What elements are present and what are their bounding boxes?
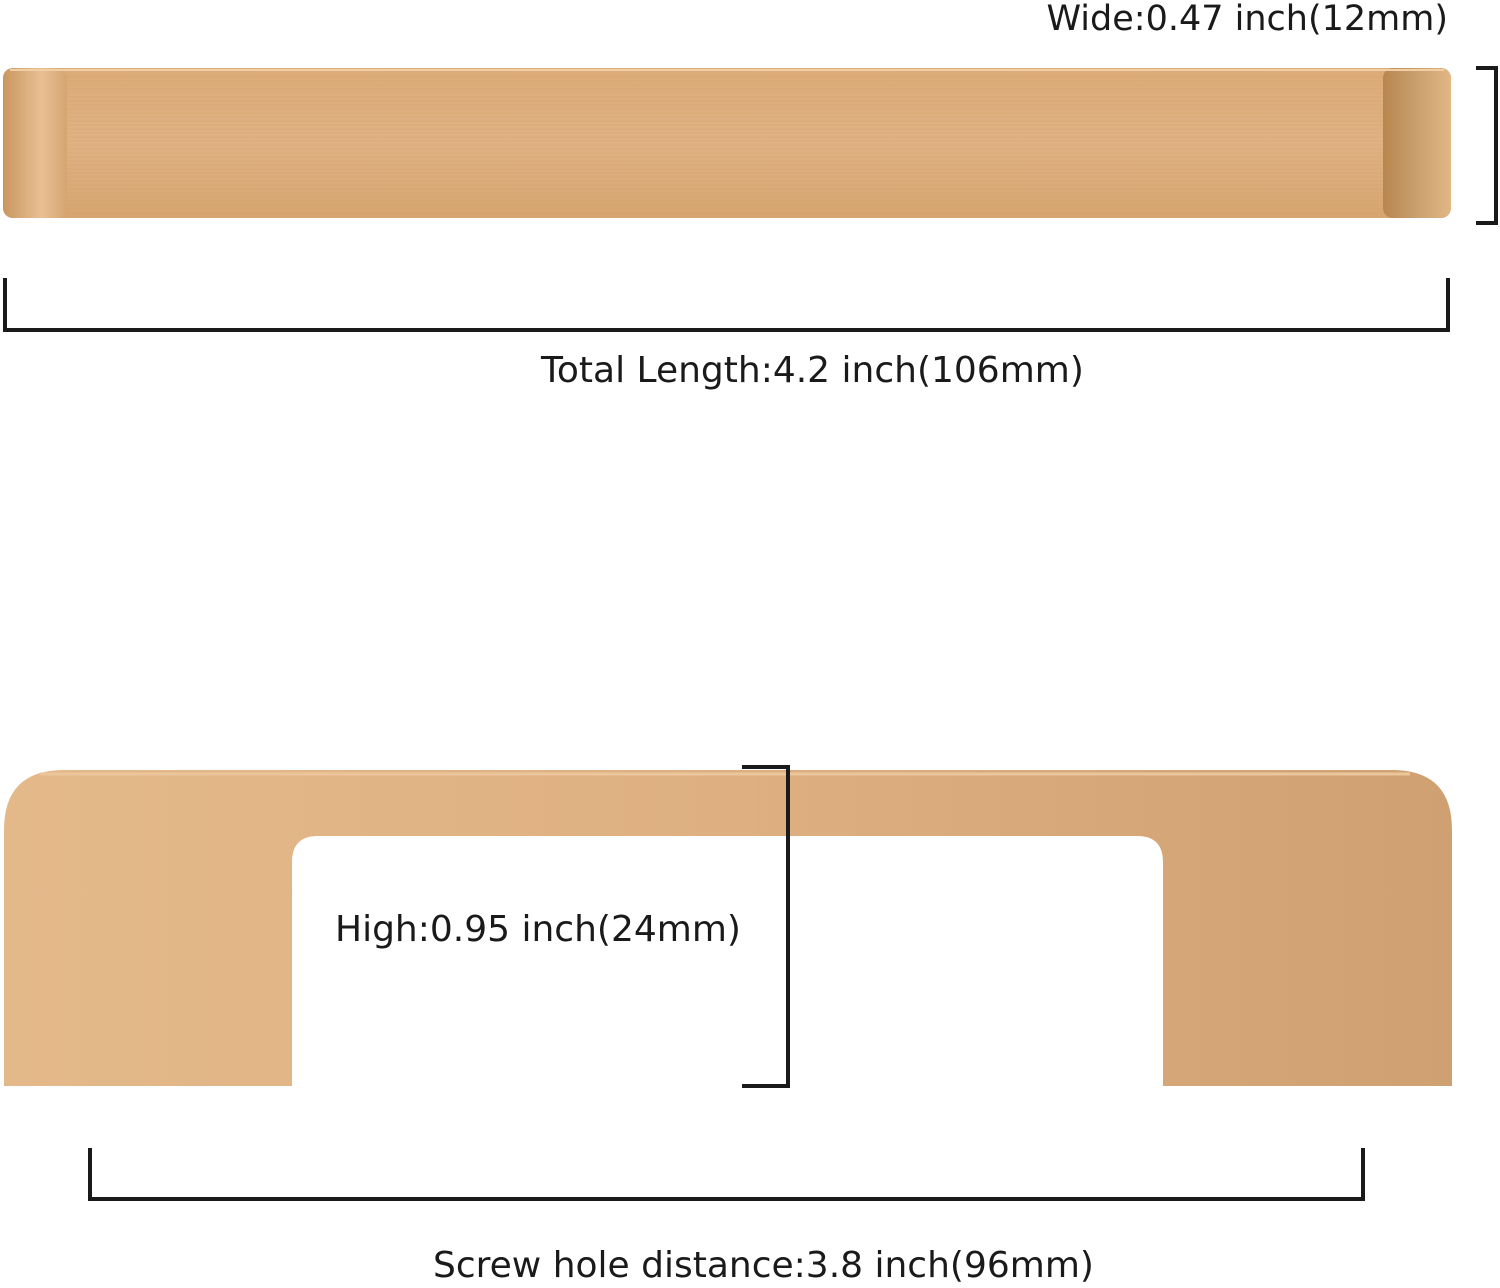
handle-top-right-end	[1383, 68, 1451, 218]
screw-hole-distance-bracket	[88, 1148, 1365, 1201]
high-dimension-bracket	[742, 765, 790, 1088]
total-length-label: Total Length:4.2 inch(106mm)	[541, 350, 1084, 391]
total-length-bracket	[3, 278, 1450, 332]
handle-side-shape	[4, 770, 1452, 1086]
handle-top-brush-texture	[66, 74, 1386, 214]
high-dimension-label: High:0.95 inch(24mm)	[335, 909, 741, 950]
handle-side-view	[4, 770, 1452, 1086]
handle-top-left-end	[3, 68, 67, 218]
screw-hole-distance-label: Screw hole distance:3.8 inch(96mm)	[433, 1245, 1094, 1286]
wide-dimension-label: Wide:0.47 inch(12mm)	[1046, 0, 1448, 39]
handle-top-view	[3, 68, 1451, 218]
wide-dimension-bracket	[1476, 66, 1498, 225]
